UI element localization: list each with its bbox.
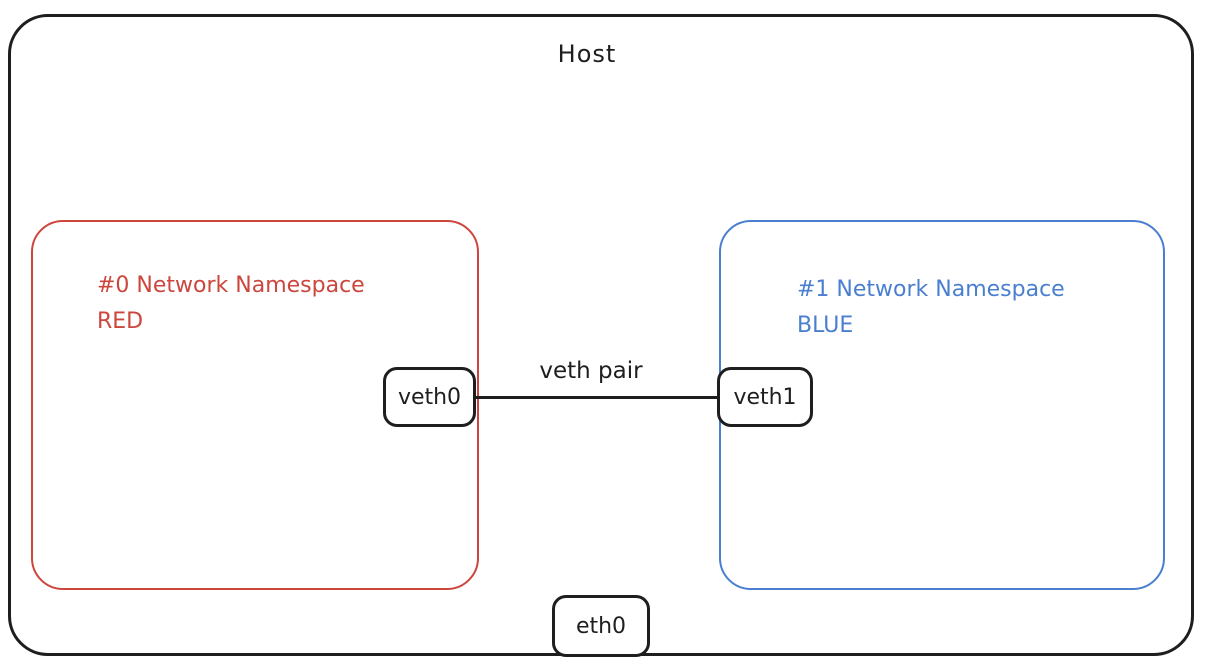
- interface-box-eth0: eth0: [552, 595, 650, 657]
- namespace-blue-label: #1 Network Namespace BLUE: [797, 236, 1065, 380]
- namespace-box-red: #0 Network Namespace RED: [31, 220, 479, 590]
- interface-eth0-label: eth0: [575, 613, 627, 639]
- veth-pair-line: [470, 396, 720, 399]
- interface-veth0-label: veth0: [397, 384, 462, 410]
- host-label: Host: [557, 40, 617, 68]
- namespace-red-title: #0 Network Namespace: [97, 273, 365, 298]
- namespace-blue-name: BLUE: [797, 313, 854, 338]
- veth-pair-label: veth pair: [539, 358, 643, 384]
- interface-box-veth0: veth0: [383, 367, 476, 427]
- interface-box-veth1: veth1: [717, 367, 813, 427]
- namespace-box-blue: #1 Network Namespace BLUE: [719, 220, 1165, 590]
- namespace-red-name: RED: [97, 309, 144, 334]
- namespace-red-label: #0 Network Namespace RED: [97, 232, 365, 376]
- namespace-blue-title: #1 Network Namespace: [797, 277, 1065, 302]
- interface-veth1-label: veth1: [733, 384, 797, 410]
